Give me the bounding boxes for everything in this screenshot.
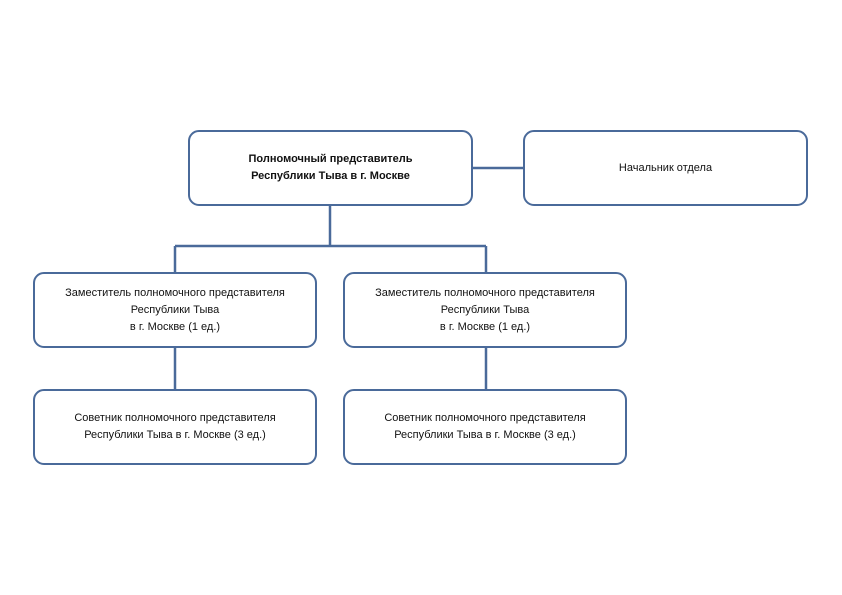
- deputy-left-box: Заместитель полномочного представителя Р…: [33, 272, 317, 348]
- deputy-right-box: Заместитель полномочного представителя Р…: [343, 272, 627, 348]
- deputy-right-line-1: Заместитель полномочного представителя: [375, 286, 595, 299]
- deputy-right-line-2: Республики Тыва: [440, 303, 530, 316]
- deputy-right-line-3: в г. Москве (1 ед.): [439, 320, 531, 333]
- advisor-left-box: Советник полномочного представителя Респ…: [33, 389, 317, 465]
- deputy-left-line-3: в г. Москве (1 ед.): [129, 320, 221, 333]
- head-representative-box: Полномочный представитель Республики Тыв…: [188, 130, 473, 206]
- deputy-left-line-2: Республики Тыва: [130, 303, 220, 316]
- department-chief-box: Начальник отдела: [523, 130, 808, 206]
- advisor-right-box: Советник полномочного представителя Респ…: [343, 389, 627, 465]
- deputy-left-line-1: Заместитель полномочного представителя: [65, 286, 285, 299]
- chief-line-1: Начальник отдела: [618, 161, 713, 174]
- head-line-2: Республики Тыва в г. Москве: [251, 170, 410, 182]
- advisor-right-line-1: Советник полномочного представителя: [384, 412, 586, 424]
- advisor-left-line-1: Советник полномочного представителя: [74, 412, 276, 424]
- advisor-right-line-2: Республики Тыва в г. Москве (3 ед.): [394, 429, 576, 441]
- head-line-1: Полномочный представитель: [248, 153, 413, 165]
- advisor-left-line-2: Республики Тыва в г. Москве (3 ед.): [84, 429, 266, 441]
